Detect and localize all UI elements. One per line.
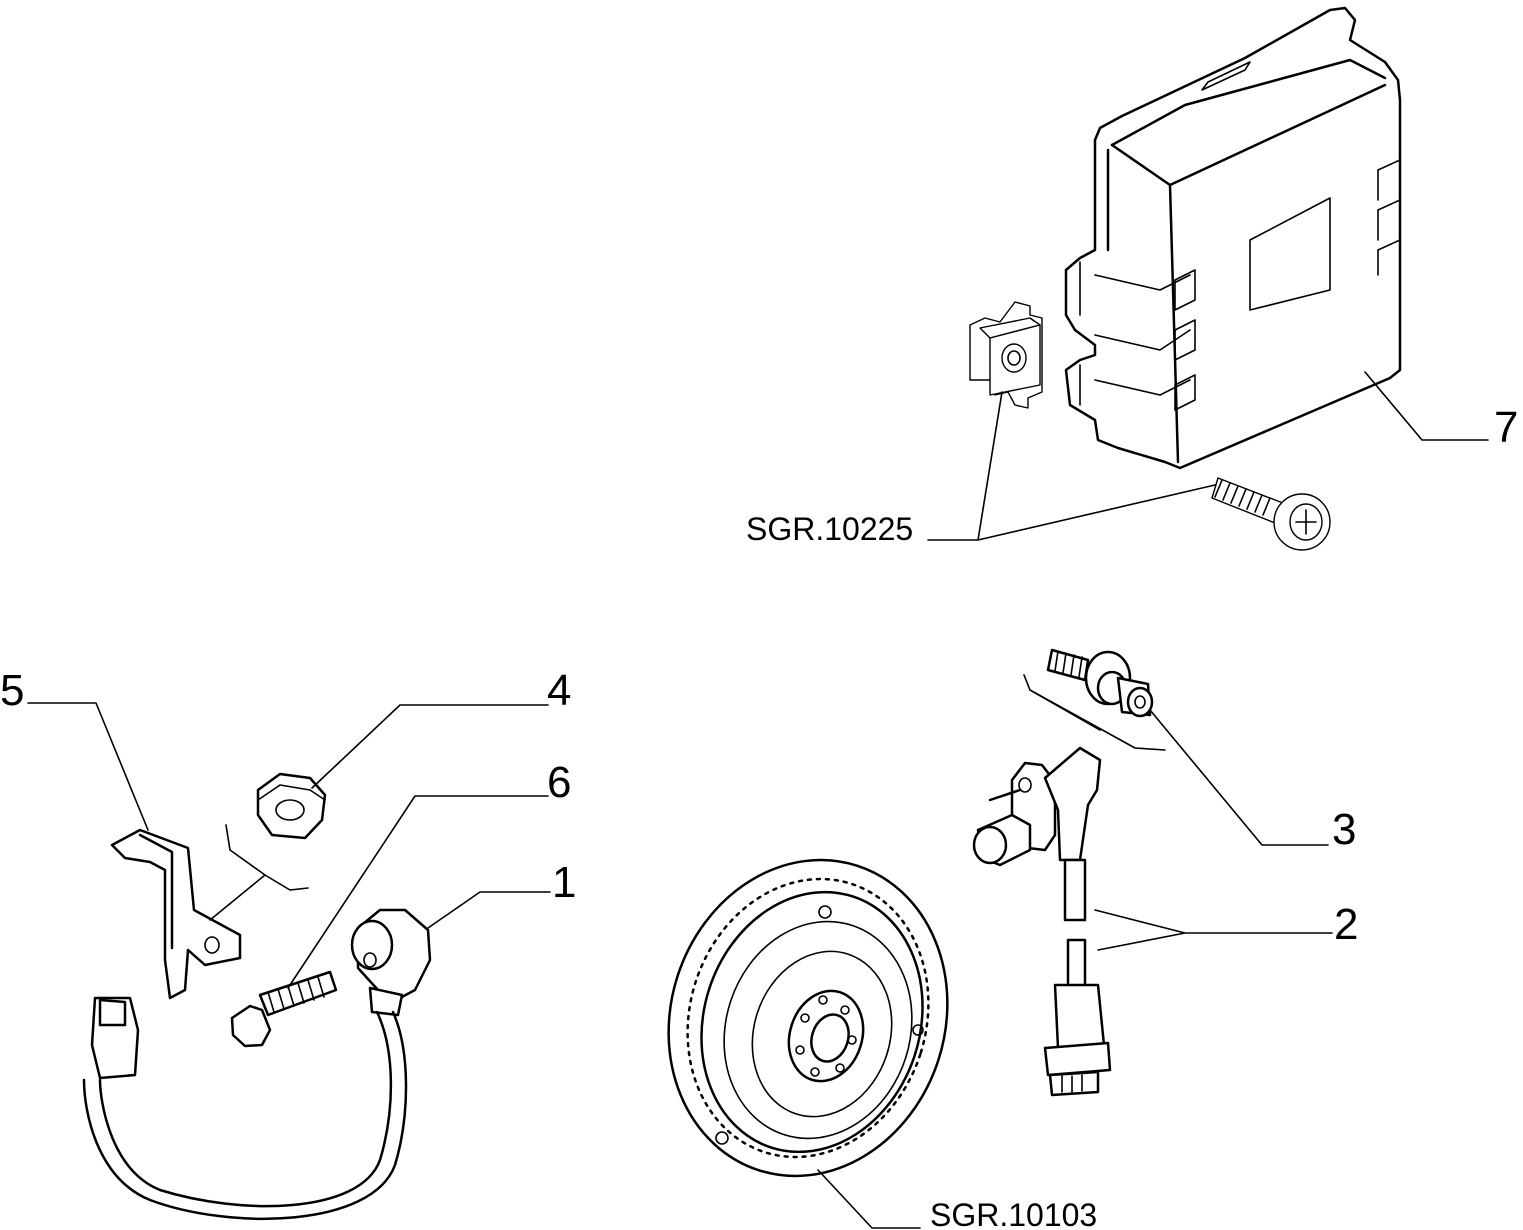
leader-4 <box>311 704 549 789</box>
ecu-screw <box>1211 477 1331 551</box>
rpm-sensor <box>972 674 1166 1097</box>
callout-3: 3 <box>1332 805 1356 854</box>
flywheel <box>667 858 949 1178</box>
leader-2 <box>1094 909 1333 951</box>
callout-4: 4 <box>547 666 571 715</box>
leader-5 <box>27 702 149 831</box>
callout-5: 5 <box>0 666 24 715</box>
knock-sensor <box>82 908 432 1221</box>
ecu-clip-nut <box>969 301 1043 409</box>
leader-3 <box>1149 709 1329 846</box>
leader-7 <box>1364 371 1489 441</box>
callout-7: 7 <box>1494 403 1518 452</box>
nut <box>256 772 327 840</box>
callout-6: 6 <box>547 758 571 807</box>
leader-ecu-fixing <box>927 391 1216 541</box>
callout-1: 1 <box>552 858 576 907</box>
bracket <box>110 824 309 1000</box>
callout-2: 2 <box>1334 900 1358 949</box>
ecu-control-unit <box>1064 6 1402 470</box>
knock-sensor-bolt <box>230 970 338 1048</box>
ref-flywheel: SGR.10103 <box>930 1197 1097 1230</box>
leader-6 <box>287 795 549 989</box>
sensor-bolt <box>1046 648 1154 718</box>
leader-flywheel <box>817 1169 921 1229</box>
ref-ecu-fixing: SGR.10225 <box>746 511 913 547</box>
leader-1 <box>427 891 551 929</box>
